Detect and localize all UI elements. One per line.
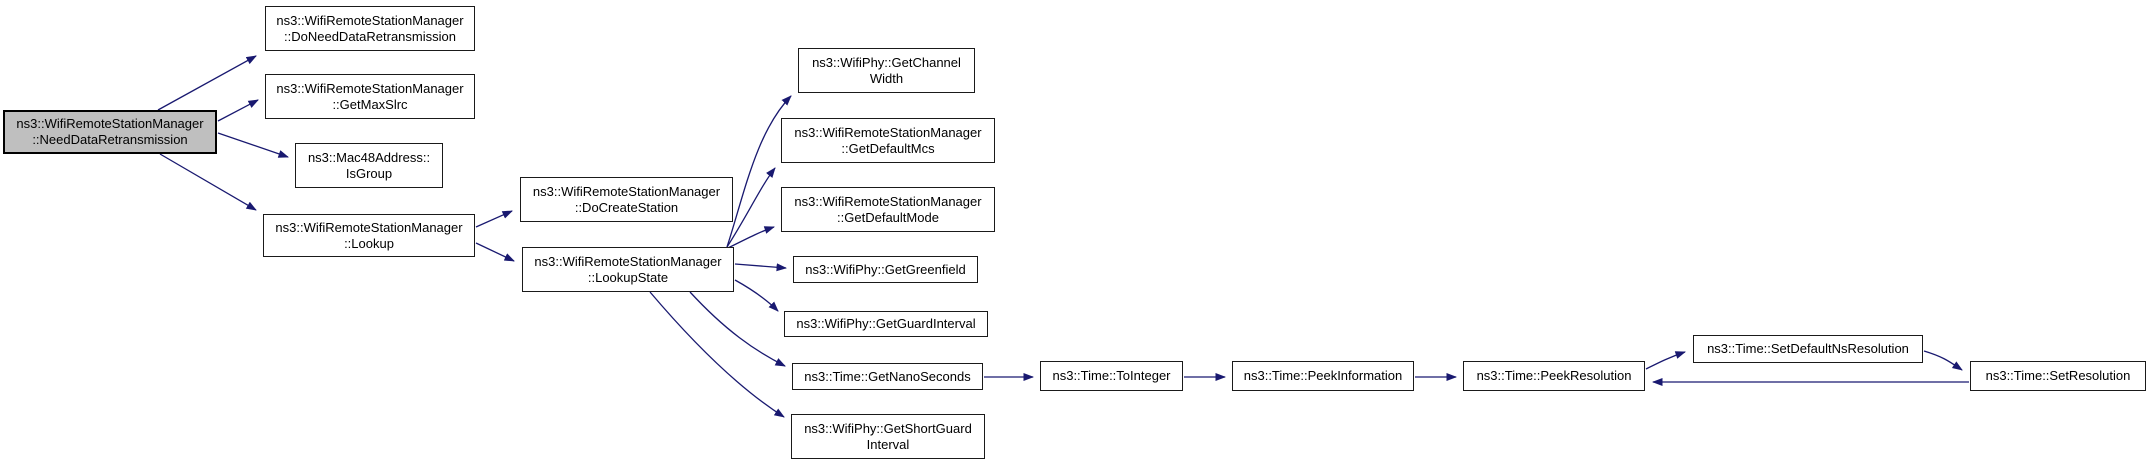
edge-need-data-retransmission-to-lookup [159,153,257,211]
graph-node-label: ns3::WifiRemoteStationManager [276,12,464,28]
graph-node-label: ::LookupState [587,269,669,285]
graph-node-label: ns3::WifiRemoteStationManager [276,80,464,96]
graph-node-do-need-data-retransmission[interactable]: ns3::WifiRemoteStationManager::DoNeedDat… [265,6,475,51]
graph-node-label: ::Lookup [344,235,394,251]
graph-node-set-default-ns-resolution[interactable]: ns3::Time::SetDefaultNsResolution [1693,335,1923,363]
graph-node-label: ns3::WifiPhy::GetGuardInterval [796,316,976,331]
graph-node-set-resolution[interactable]: ns3::Time::SetResolution [1970,361,2146,391]
graph-node-get-nano-seconds[interactable]: ns3::Time::GetNanoSeconds [792,363,983,390]
edge-set-default-ns-resolution-to-set-resolution [1923,350,1963,371]
graph-node-mac48-is-group[interactable]: ns3::Mac48Address::IsGroup [295,143,443,188]
graph-node-lookup-state[interactable]: ns3::WifiRemoteStationManager::LookupSta… [522,247,734,292]
graph-node-label: ns3::WifiRemoteStationManager [16,116,204,131]
graph-node-label: ns3::WifiPhy::GetShortGuard [804,420,972,436]
edge-lookup-state-to-get-default-mcs [726,167,776,248]
edge-lookup-to-do-create-station [475,210,513,228]
graph-node-label: IsGroup [345,165,393,181]
graph-node-lookup[interactable]: ns3::WifiRemoteStationManager::Lookup [263,214,475,257]
graph-node-do-create-station[interactable]: ns3::WifiRemoteStationManager::DoCreateS… [520,177,733,222]
graph-node-label: Width [869,70,904,86]
graph-node-label: ::DoCreateStation [574,199,679,215]
graph-node-label: ns3::WifiPhy::GetGreenfield [805,261,966,277]
edge-lookup-state-to-get-short-guard-interval [649,291,785,418]
edge-lookup-state-to-get-channel-width [726,95,792,248]
graph-node-peek-information[interactable]: ns3::Time::PeekInformation [1232,361,1414,391]
graph-node-get-guard-interval[interactable]: ns3::WifiPhy::GetGuardInterval [784,311,988,337]
edge-need-data-retransmission-to-do-need-data-retransmission [157,55,257,111]
graph-node-label: ns3::Time::SetResolution [1985,368,2131,383]
graph-node-label: ns3::Time::GetNanoSeconds [804,368,971,384]
graph-node-get-max-slrc[interactable]: ns3::WifiRemoteStationManager::GetMaxSlr… [265,74,475,119]
edge-peek-resolution-to-set-default-ns-resolution [1645,351,1686,370]
graph-node-peek-resolution[interactable]: ns3::Time::PeekResolution [1463,361,1645,391]
graph-node-label: ns3::WifiRemoteStationManager [534,253,722,269]
edge-lookup-state-to-get-default-mode [727,226,775,249]
graph-node-label: ns3::WifiRemoteStationManager [794,124,982,140]
graph-node-get-default-mode[interactable]: ns3::WifiRemoteStationManager::GetDefaul… [781,187,995,232]
graph-node-label: ns3::WifiRemoteStationManager [532,183,721,199]
graph-node-label: ns3::WifiRemoteStationManager [794,193,982,209]
graph-node-label: ns3::Time::SetDefaultNsResolution [1707,341,1909,356]
graph-node-need-data-retransmission: ns3::WifiRemoteStationManager::NeedDataR… [3,110,217,154]
graph-node-label: ns3::Time::PeekInformation [1243,368,1403,383]
graph-node-label: ::GetDefaultMode [837,209,939,225]
edge-lookup-state-to-get-greenfield [734,263,787,272]
graph-node-label: ::GetMaxSlrc [332,96,408,112]
graph-node-label: ::GetDefaultMcs [841,140,935,156]
graph-node-label: ns3::WifiPhy::GetChannel [812,54,961,70]
graph-node-label: ::DoNeedDataRetransmission [284,28,456,44]
graph-node-label: ns3::Time::ToInteger [1052,368,1171,383]
graph-node-to-integer[interactable]: ns3::Time::ToInteger [1040,361,1183,391]
graph-node-label: ns3::WifiRemoteStationManager [275,219,463,235]
graph-node-label: ns3::Mac48Address:: [307,149,431,165]
graph-node-get-default-mcs[interactable]: ns3::WifiRemoteStationManager::GetDefaul… [781,118,995,163]
edge-lookup-state-to-get-nano-seconds [689,291,786,367]
graph-node-label: ns3::Time::PeekResolution [1476,368,1632,383]
graph-node-label: ::NeedDataRetransmission [32,132,188,147]
graph-node-label: Interval [866,436,910,452]
edge-need-data-retransmission-to-get-max-slrc [217,99,259,122]
graph-node-get-greenfield[interactable]: ns3::WifiPhy::GetGreenfield [793,256,978,283]
edge-lookup-to-lookup-state [475,242,515,262]
edge-need-data-retransmission-to-mac48-is-group [217,132,289,158]
edge-lookup-state-to-get-guard-interval [734,279,779,312]
